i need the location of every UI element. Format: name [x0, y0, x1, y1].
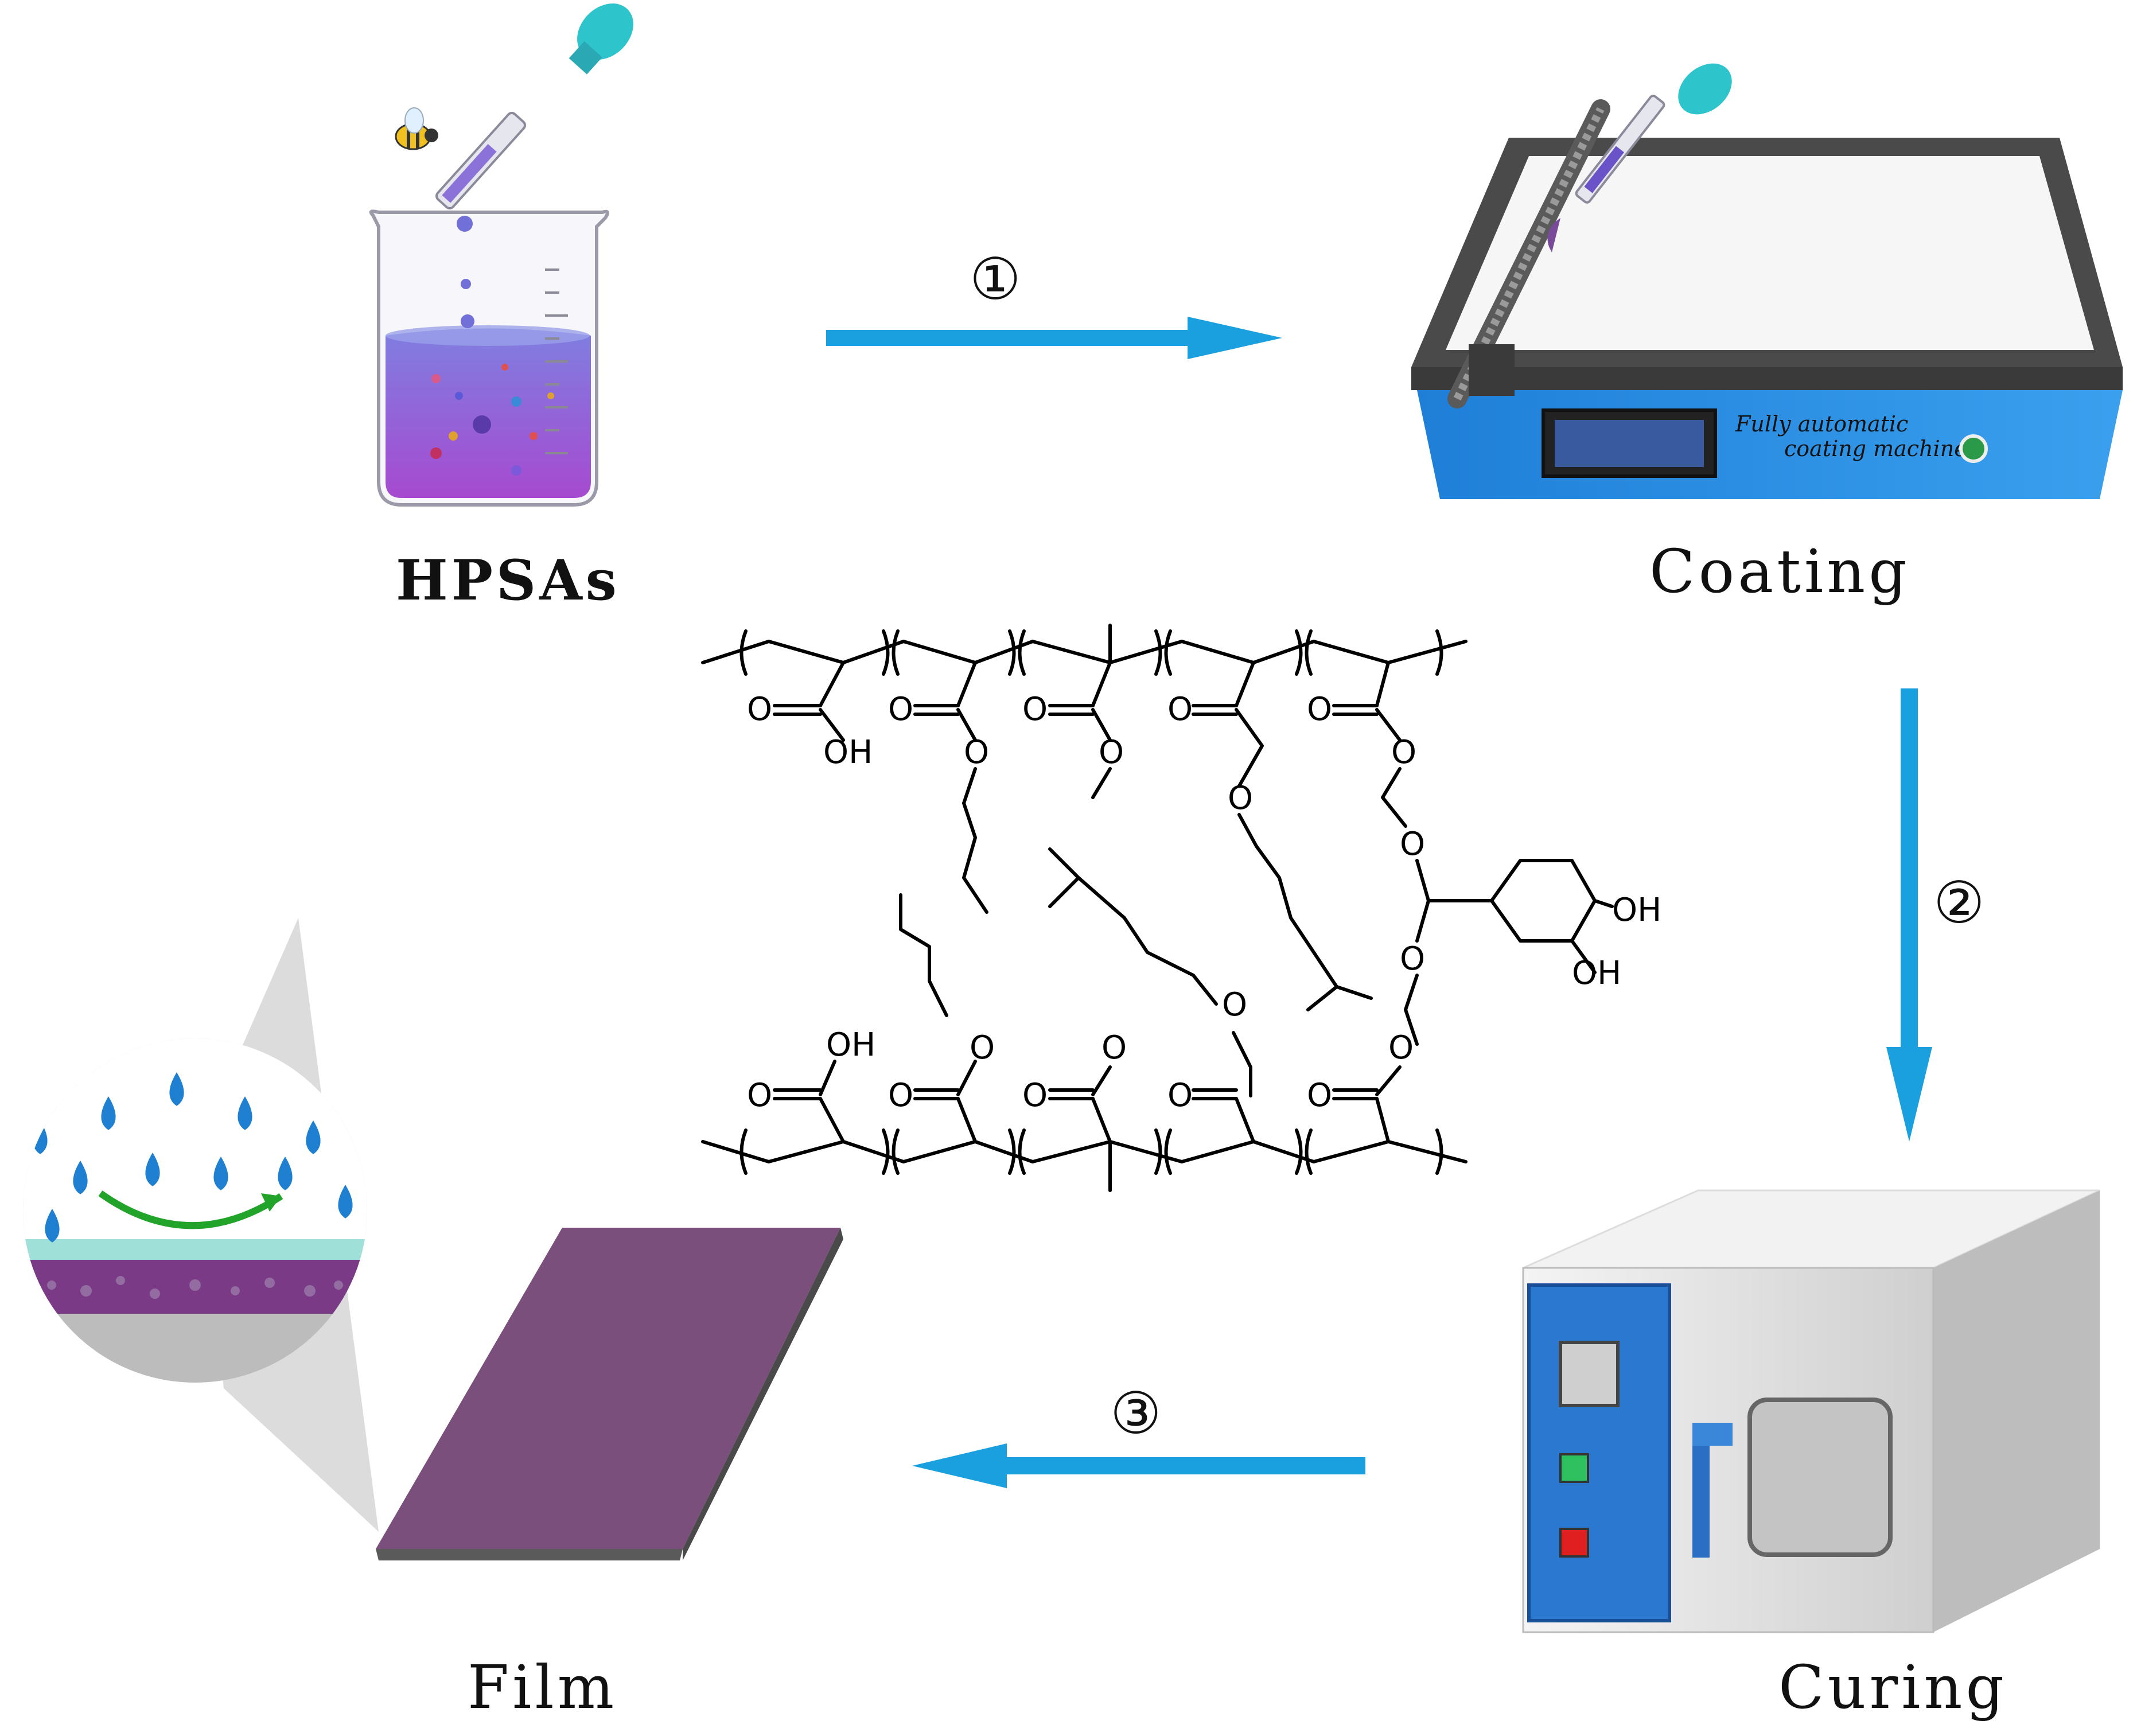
- water-drops-icon: [33, 1072, 353, 1243]
- label-film: Film: [468, 1652, 618, 1722]
- svg-text:O: O: [1400, 940, 1425, 978]
- svg-text:O: O: [1307, 691, 1332, 728]
- bottom-brackets: [739, 1128, 1443, 1175]
- machine-label-line2: coating machine: [1784, 436, 1967, 461]
- green-slide-arrow: [98, 1190, 283, 1229]
- label-hpsas: HPSAs: [396, 548, 620, 613]
- coating-machine: Fully automatic coating machine: [1411, 99, 2123, 499]
- label-curing: Curing: [1778, 1652, 2008, 1722]
- step-1-number: ①: [970, 246, 1021, 313]
- label-coating: Coating: [1649, 536, 1910, 606]
- svg-text:O: O: [1101, 1029, 1127, 1066]
- machine-power-button: [1959, 434, 1988, 463]
- machine-label-line1: Fully automatic: [1735, 411, 1908, 437]
- arrow-step1: [826, 317, 1282, 359]
- svg-text:O: O: [1167, 691, 1193, 728]
- svg-text:O: O: [970, 1029, 995, 1066]
- svg-text:O: O: [888, 1077, 913, 1114]
- svg-text:O: O: [964, 734, 989, 771]
- top-brackets: [739, 629, 1443, 676]
- arrow-step2: [1886, 688, 1932, 1142]
- svg-text:O: O: [1400, 826, 1425, 863]
- svg-text:OH: OH: [1572, 955, 1621, 992]
- svg-text:O: O: [1099, 734, 1124, 771]
- svg-text:O: O: [1228, 780, 1253, 817]
- arrow-step3: [912, 1443, 1365, 1488]
- svg-text:O: O: [1388, 1029, 1414, 1066]
- chem-atom-labels: O OH O O O O O O O O O O OH OH O O O O O…: [747, 691, 1661, 1114]
- coating-dropper-icon: [1547, 63, 1732, 252]
- beaker: [369, 209, 609, 507]
- svg-text:O: O: [1222, 986, 1247, 1023]
- step-2-number: ②: [1933, 869, 1985, 936]
- svg-text:O: O: [1307, 1077, 1332, 1114]
- svg-text:O: O: [747, 691, 772, 728]
- curing-oven: [1522, 1189, 2100, 1633]
- svg-text:O: O: [747, 1077, 772, 1114]
- svg-text:O: O: [1391, 734, 1416, 771]
- svg-text:OH: OH: [826, 1026, 875, 1064]
- svg-text:O: O: [888, 691, 913, 728]
- step-3-number: ③: [1110, 1380, 1162, 1447]
- svg-text:O: O: [1022, 691, 1048, 728]
- polymer-structure: [701, 624, 1614, 1192]
- svg-text:O: O: [1167, 1077, 1193, 1114]
- svg-text:OH: OH: [1612, 892, 1661, 929]
- bee-icon: [395, 107, 438, 150]
- svg-text:O: O: [1022, 1077, 1048, 1114]
- svg-text:OH: OH: [823, 734, 873, 771]
- dropper-icon: [435, 3, 633, 210]
